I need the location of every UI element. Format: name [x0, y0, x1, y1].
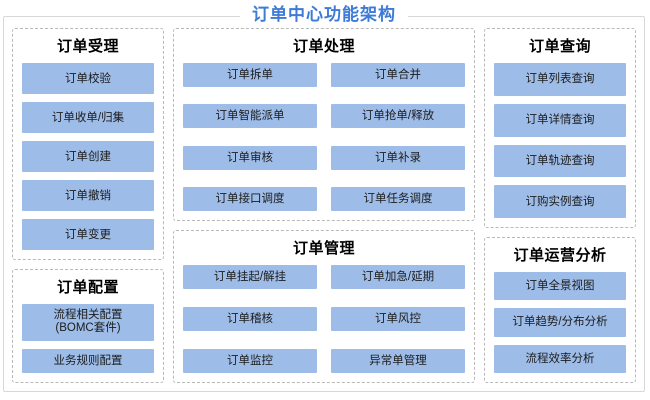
function-item[interactable]: 订单全景视图 — [494, 272, 626, 301]
column-left: 订单受理 订单校验 订单收单/归集 订单创建 订单撤销 订单变更 订单配置 流程… — [12, 28, 164, 383]
function-item[interactable]: 订单收单/归集 — [22, 102, 154, 133]
group-items-order-acceptance: 订单校验 订单收单/归集 订单创建 订单撤销 订单变更 — [22, 63, 154, 250]
function-item[interactable]: 订单稽核 — [183, 307, 317, 331]
group-items-order-operation-analysis: 订单全景视图 订单趋势/分布分析 流程效率分析 — [494, 272, 626, 373]
function-item[interactable]: 订购实例查询 — [494, 185, 626, 218]
function-item[interactable]: 订单接口调度 — [183, 186, 317, 211]
function-item[interactable]: 订单抢单/释放 — [331, 104, 465, 129]
group-items-order-configuration: 流程相关配置 (BOMC套件) 业务规则配置 — [22, 304, 154, 373]
architecture-diagram-frame: 订单中心功能架构 订单受理 订单校验 订单收单/归集 订单创建 订单撤销 订单变… — [3, 4, 645, 392]
function-item[interactable]: 订单趋势/分布分析 — [494, 308, 626, 337]
group-items-order-processing: 订单拆单 订单合并 订单智能派单 订单抢单/释放 订单审核 订单补录 订单接口调… — [183, 63, 465, 211]
function-item[interactable]: 订单监控 — [183, 349, 317, 373]
function-item[interactable]: 业务规则配置 — [22, 348, 154, 373]
function-item[interactable]: 订单挂起/解挂 — [183, 265, 317, 289]
function-item[interactable]: 订单拆单 — [183, 63, 317, 87]
function-item[interactable]: 订单合并 — [331, 63, 465, 87]
group-title-order-management: 订单管理 — [292, 240, 355, 257]
function-item[interactable]: 订单智能派单 — [183, 104, 317, 129]
group-order-processing: 订单处理 订单拆单 订单合并 订单智能派单 订单抢单/释放 订单审核 订单补录 … — [173, 28, 475, 221]
function-item[interactable]: 订单补录 — [331, 145, 465, 170]
group-title-order-processing: 订单处理 — [292, 38, 355, 55]
function-item[interactable]: 订单撤销 — [22, 180, 154, 211]
diagram-title: 订单中心功能架构 — [240, 4, 408, 26]
function-item[interactable]: 订单变更 — [22, 219, 154, 250]
function-item[interactable]: 异常单管理 — [331, 349, 465, 373]
group-order-query: 订单查询 订单列表查询 订单详情查询 订单轨迹查询 订购实例查询 — [484, 28, 636, 228]
function-item[interactable]: 订单校验 — [22, 63, 154, 94]
function-item[interactable]: 订单任务调度 — [331, 186, 465, 211]
function-item[interactable]: 订单风控 — [331, 307, 465, 331]
group-order-operation-analysis: 订单运营分析 订单全景视图 订单趋势/分布分析 流程效率分析 — [484, 237, 636, 383]
group-order-configuration: 订单配置 流程相关配置 (BOMC套件) 业务规则配置 — [12, 269, 164, 383]
function-item[interactable]: 流程相关配置 (BOMC套件) — [22, 304, 154, 341]
column-middle: 订单处理 订单拆单 订单合并 订单智能派单 订单抢单/释放 订单审核 订单补录 … — [173, 28, 475, 383]
group-order-acceptance: 订单受理 订单校验 订单收单/归集 订单创建 订单撤销 订单变更 — [12, 28, 164, 260]
function-item[interactable]: 订单创建 — [22, 141, 154, 172]
function-item[interactable]: 订单审核 — [183, 145, 317, 170]
function-item[interactable]: 订单轨迹查询 — [494, 144, 626, 178]
group-order-management: 订单管理 订单挂起/解挂 订单加急/延期 订单稽核 订单风控 订单监控 异常单管… — [173, 230, 475, 383]
group-title-order-query: 订单查询 — [528, 38, 591, 55]
function-item[interactable]: 订单列表查询 — [494, 63, 626, 96]
group-title-order-acceptance: 订单受理 — [56, 38, 119, 55]
function-item[interactable]: 订单加急/延期 — [331, 265, 465, 289]
group-title-order-operation-analysis: 订单运营分析 — [513, 247, 607, 264]
group-items-order-query: 订单列表查询 订单详情查询 订单轨迹查询 订购实例查询 — [494, 63, 626, 218]
group-items-order-management: 订单挂起/解挂 订单加急/延期 订单稽核 订单风控 订单监控 异常单管理 — [183, 265, 465, 373]
group-title-order-configuration: 订单配置 — [56, 279, 119, 296]
function-item[interactable]: 订单详情查询 — [494, 103, 626, 137]
diagram-columns: 订单受理 订单校验 订单收单/归集 订单创建 订单撤销 订单变更 订单配置 流程… — [4, 17, 644, 391]
column-right: 订单查询 订单列表查询 订单详情查询 订单轨迹查询 订购实例查询 订单运营分析 … — [484, 28, 636, 383]
function-item[interactable]: 流程效率分析 — [494, 344, 626, 373]
